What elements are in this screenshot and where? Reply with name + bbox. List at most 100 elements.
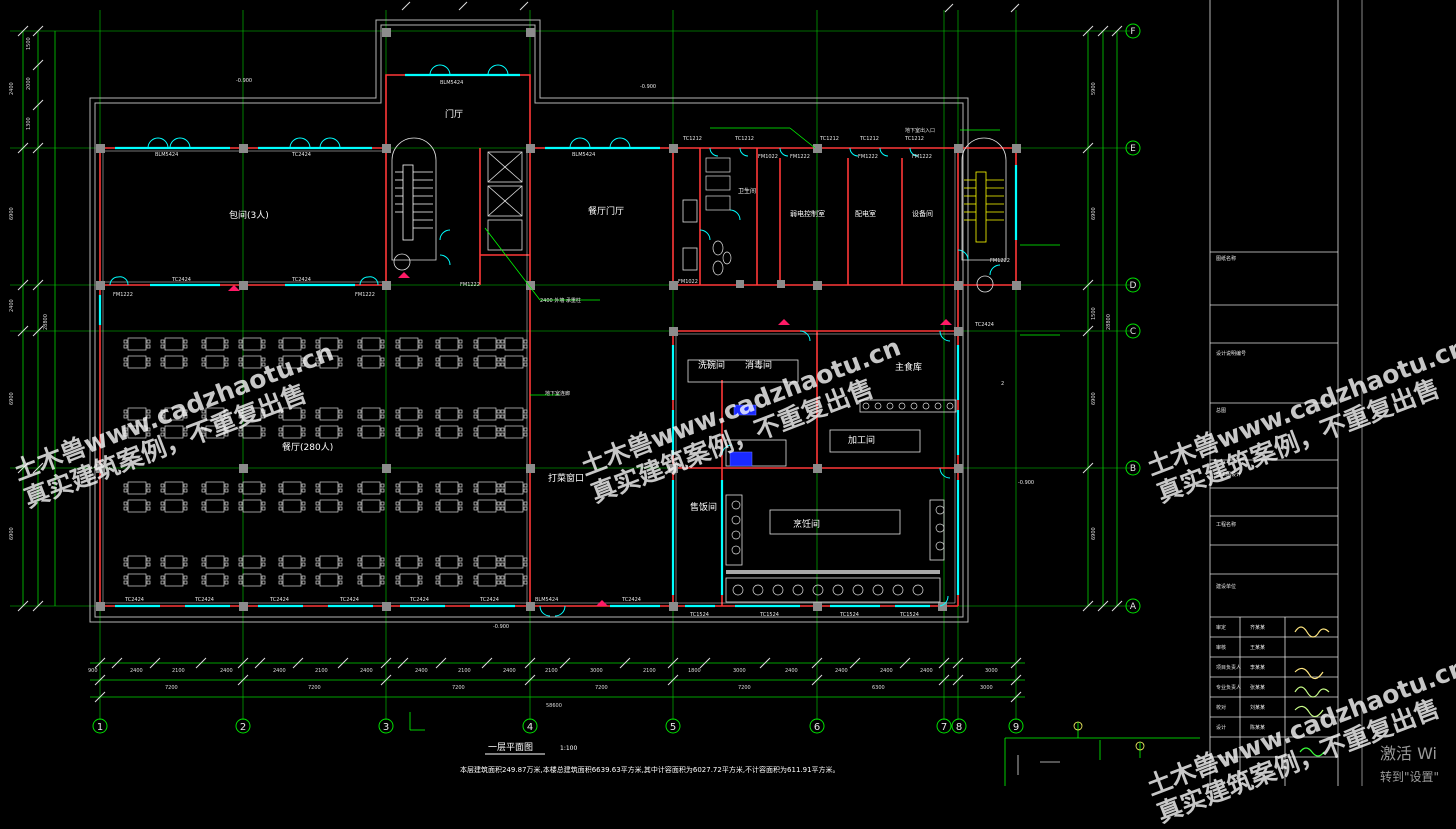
dining-chair bbox=[315, 488, 320, 493]
dining-chair bbox=[224, 409, 229, 414]
dining-table bbox=[205, 407, 225, 421]
dining-chair bbox=[395, 357, 400, 362]
dining-table bbox=[205, 555, 225, 569]
dining-table bbox=[399, 499, 419, 513]
dining-table bbox=[477, 425, 497, 439]
dining-chair bbox=[123, 362, 128, 367]
dining-chair bbox=[201, 562, 206, 567]
dining-chair bbox=[435, 506, 440, 511]
dining-chair bbox=[146, 575, 151, 580]
dining-table bbox=[127, 555, 147, 569]
svg-text:A: A bbox=[1130, 602, 1137, 612]
dining-table bbox=[282, 555, 302, 569]
dining-chair bbox=[301, 362, 306, 367]
dining-chair bbox=[500, 339, 505, 344]
svg-text:李某某: 李某某 bbox=[1250, 664, 1265, 671]
dining-chair bbox=[523, 506, 528, 511]
dining-chair bbox=[183, 339, 188, 344]
dining-chair bbox=[458, 339, 463, 344]
dining-table bbox=[361, 407, 381, 421]
dining-chair bbox=[395, 501, 400, 506]
left-dimension-chain bbox=[22, 31, 1118, 606]
dining-chair bbox=[238, 557, 243, 562]
svg-text:地下室出入口: 地下室出入口 bbox=[905, 127, 935, 134]
svg-text:TC2424: TC2424 bbox=[621, 597, 641, 603]
svg-text:900: 900 bbox=[88, 668, 98, 674]
dining-chair bbox=[357, 557, 362, 562]
dining-chair bbox=[224, 414, 229, 419]
dining-chair bbox=[238, 483, 243, 488]
dining-table bbox=[282, 573, 302, 587]
kitchen-burners bbox=[731, 402, 954, 596]
dining-chair bbox=[338, 362, 343, 367]
windows-activation-notice[interactable]: 激活 Wi 转到"设置" bbox=[1380, 740, 1439, 785]
svg-text:总图: 总图 bbox=[1216, 407, 1226, 414]
svg-text:2400: 2400 bbox=[785, 668, 798, 674]
dining-chair bbox=[278, 339, 283, 344]
svg-text:BLM5424: BLM5424 bbox=[155, 152, 178, 158]
dining-table bbox=[504, 555, 524, 569]
dining-chair bbox=[500, 344, 505, 349]
dining-chair bbox=[357, 488, 362, 493]
svg-text:F: F bbox=[1130, 27, 1135, 37]
label-dining-hall: 餐厅(280人) bbox=[282, 441, 333, 453]
svg-text:8: 8 bbox=[956, 722, 962, 733]
dining-chair bbox=[395, 580, 400, 585]
svg-text:6900: 6900 bbox=[9, 527, 15, 540]
svg-text:TC2424: TC2424 bbox=[479, 597, 499, 603]
dining-chair bbox=[458, 562, 463, 567]
svg-text:TC1212: TC1212 bbox=[859, 136, 879, 142]
svg-text:7200: 7200 bbox=[308, 685, 321, 691]
dining-chair bbox=[395, 427, 400, 432]
svg-text:TC2424: TC2424 bbox=[974, 322, 994, 328]
svg-text:FM1222: FM1222 bbox=[460, 282, 480, 288]
dining-chair bbox=[496, 557, 501, 562]
svg-text:1: 1 bbox=[97, 722, 103, 733]
svg-text:FM1222: FM1222 bbox=[113, 292, 133, 298]
dining-chair bbox=[496, 362, 501, 367]
dining-chair bbox=[380, 427, 385, 432]
dining-table bbox=[242, 337, 262, 351]
axis-bubble-labels-right: F E D C B A bbox=[1130, 27, 1137, 612]
dining-chair bbox=[357, 409, 362, 414]
dining-chair bbox=[338, 562, 343, 567]
dining-chair bbox=[500, 414, 505, 419]
dining-chair bbox=[224, 432, 229, 437]
drawing-title: 一层平面图 1:100 本层建筑面积249.87万米,本楼总建筑面积6639.6… bbox=[460, 742, 840, 774]
dining-chair bbox=[496, 409, 501, 414]
dining-chair bbox=[146, 357, 151, 362]
svg-text:王某某: 王某某 bbox=[1250, 645, 1265, 651]
svg-text:BLM5424: BLM5424 bbox=[535, 597, 558, 603]
dining-chair bbox=[357, 344, 362, 349]
dining-chair bbox=[380, 344, 385, 349]
svg-text:-0.900: -0.900 bbox=[493, 624, 509, 630]
dining-chair bbox=[523, 501, 528, 506]
dining-chair bbox=[238, 427, 243, 432]
dining-chair bbox=[418, 506, 423, 511]
svg-text:1300: 1300 bbox=[26, 117, 32, 130]
dining-chair bbox=[301, 506, 306, 511]
dining-chair bbox=[473, 357, 478, 362]
dining-chair bbox=[500, 575, 505, 580]
dining-chair bbox=[500, 483, 505, 488]
dining-chair bbox=[160, 409, 165, 414]
dining-chair bbox=[380, 362, 385, 367]
dining-chair bbox=[395, 506, 400, 511]
svg-text:专业负责人: 专业负责人 bbox=[1216, 684, 1241, 691]
dining-table bbox=[361, 499, 381, 513]
dining-chair bbox=[523, 557, 528, 562]
axis-bubbles-bottom bbox=[92, 718, 1024, 734]
dining-chair bbox=[238, 575, 243, 580]
dining-chair bbox=[380, 501, 385, 506]
cad-drawing-canvas[interactable]: 2400 6900 2400 6900 6900 1500 2000 1300 … bbox=[0, 0, 1456, 786]
dining-chair bbox=[315, 432, 320, 437]
dining-table bbox=[504, 499, 524, 513]
dining-chair bbox=[496, 483, 501, 488]
svg-text:张某某: 张某某 bbox=[1250, 684, 1265, 691]
dining-chair bbox=[238, 344, 243, 349]
dining-chair bbox=[395, 362, 400, 367]
dining-chair bbox=[338, 575, 343, 580]
svg-text:FM1222: FM1222 bbox=[355, 292, 375, 298]
dining-chair bbox=[224, 562, 229, 567]
stair-left bbox=[391, 137, 437, 271]
